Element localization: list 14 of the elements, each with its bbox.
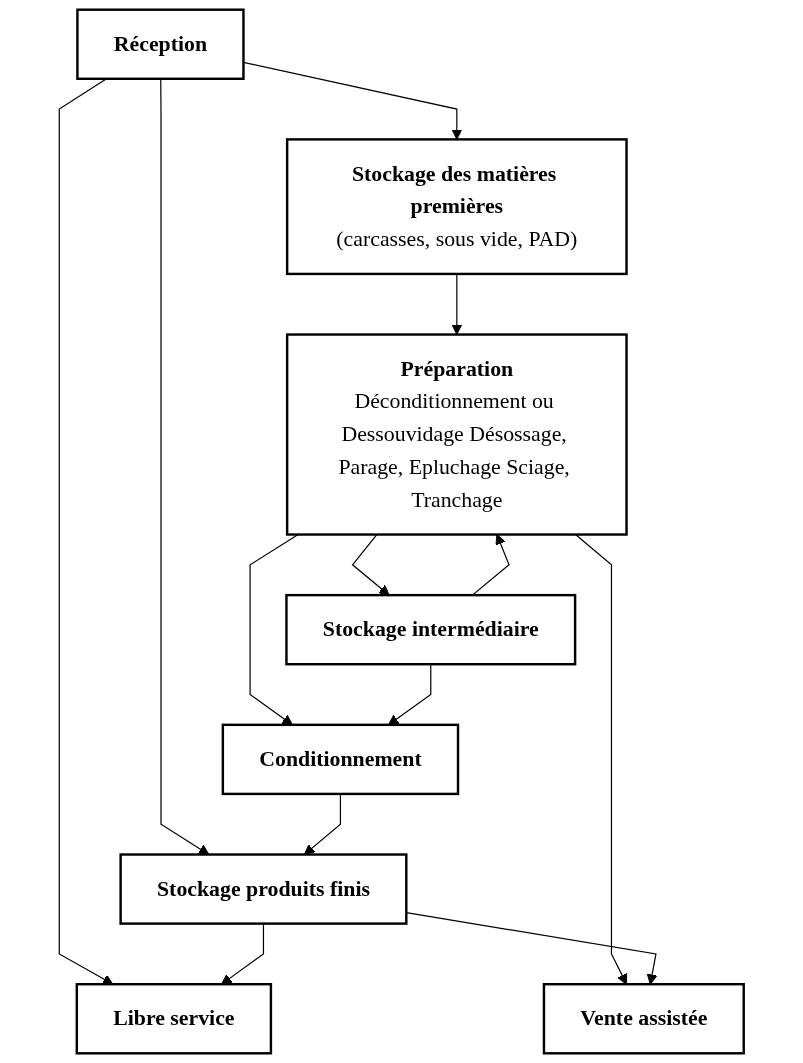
node-box: Réception xyxy=(76,8,245,80)
node-box: Vente assistée xyxy=(542,983,745,1055)
node-box: Libre service xyxy=(75,983,273,1055)
arrow xyxy=(160,78,210,855)
arrow xyxy=(221,923,265,985)
arrow xyxy=(58,78,114,985)
node-box: Stockage des matières premières (carcasses, sous vide, PAD) xyxy=(285,138,628,276)
arrow xyxy=(471,534,510,596)
node-box: Conditionnement xyxy=(221,723,460,796)
node-box: Stockage produits finis xyxy=(119,853,408,925)
node-box: Stockage intermédiaire xyxy=(285,593,577,666)
arrow xyxy=(451,273,463,335)
node-box: Préparation Déconditionnement ou Dessouvidage Désossage, Parage, Epluchage Sciage, Tranchage xyxy=(285,333,628,536)
arrow xyxy=(304,793,342,855)
